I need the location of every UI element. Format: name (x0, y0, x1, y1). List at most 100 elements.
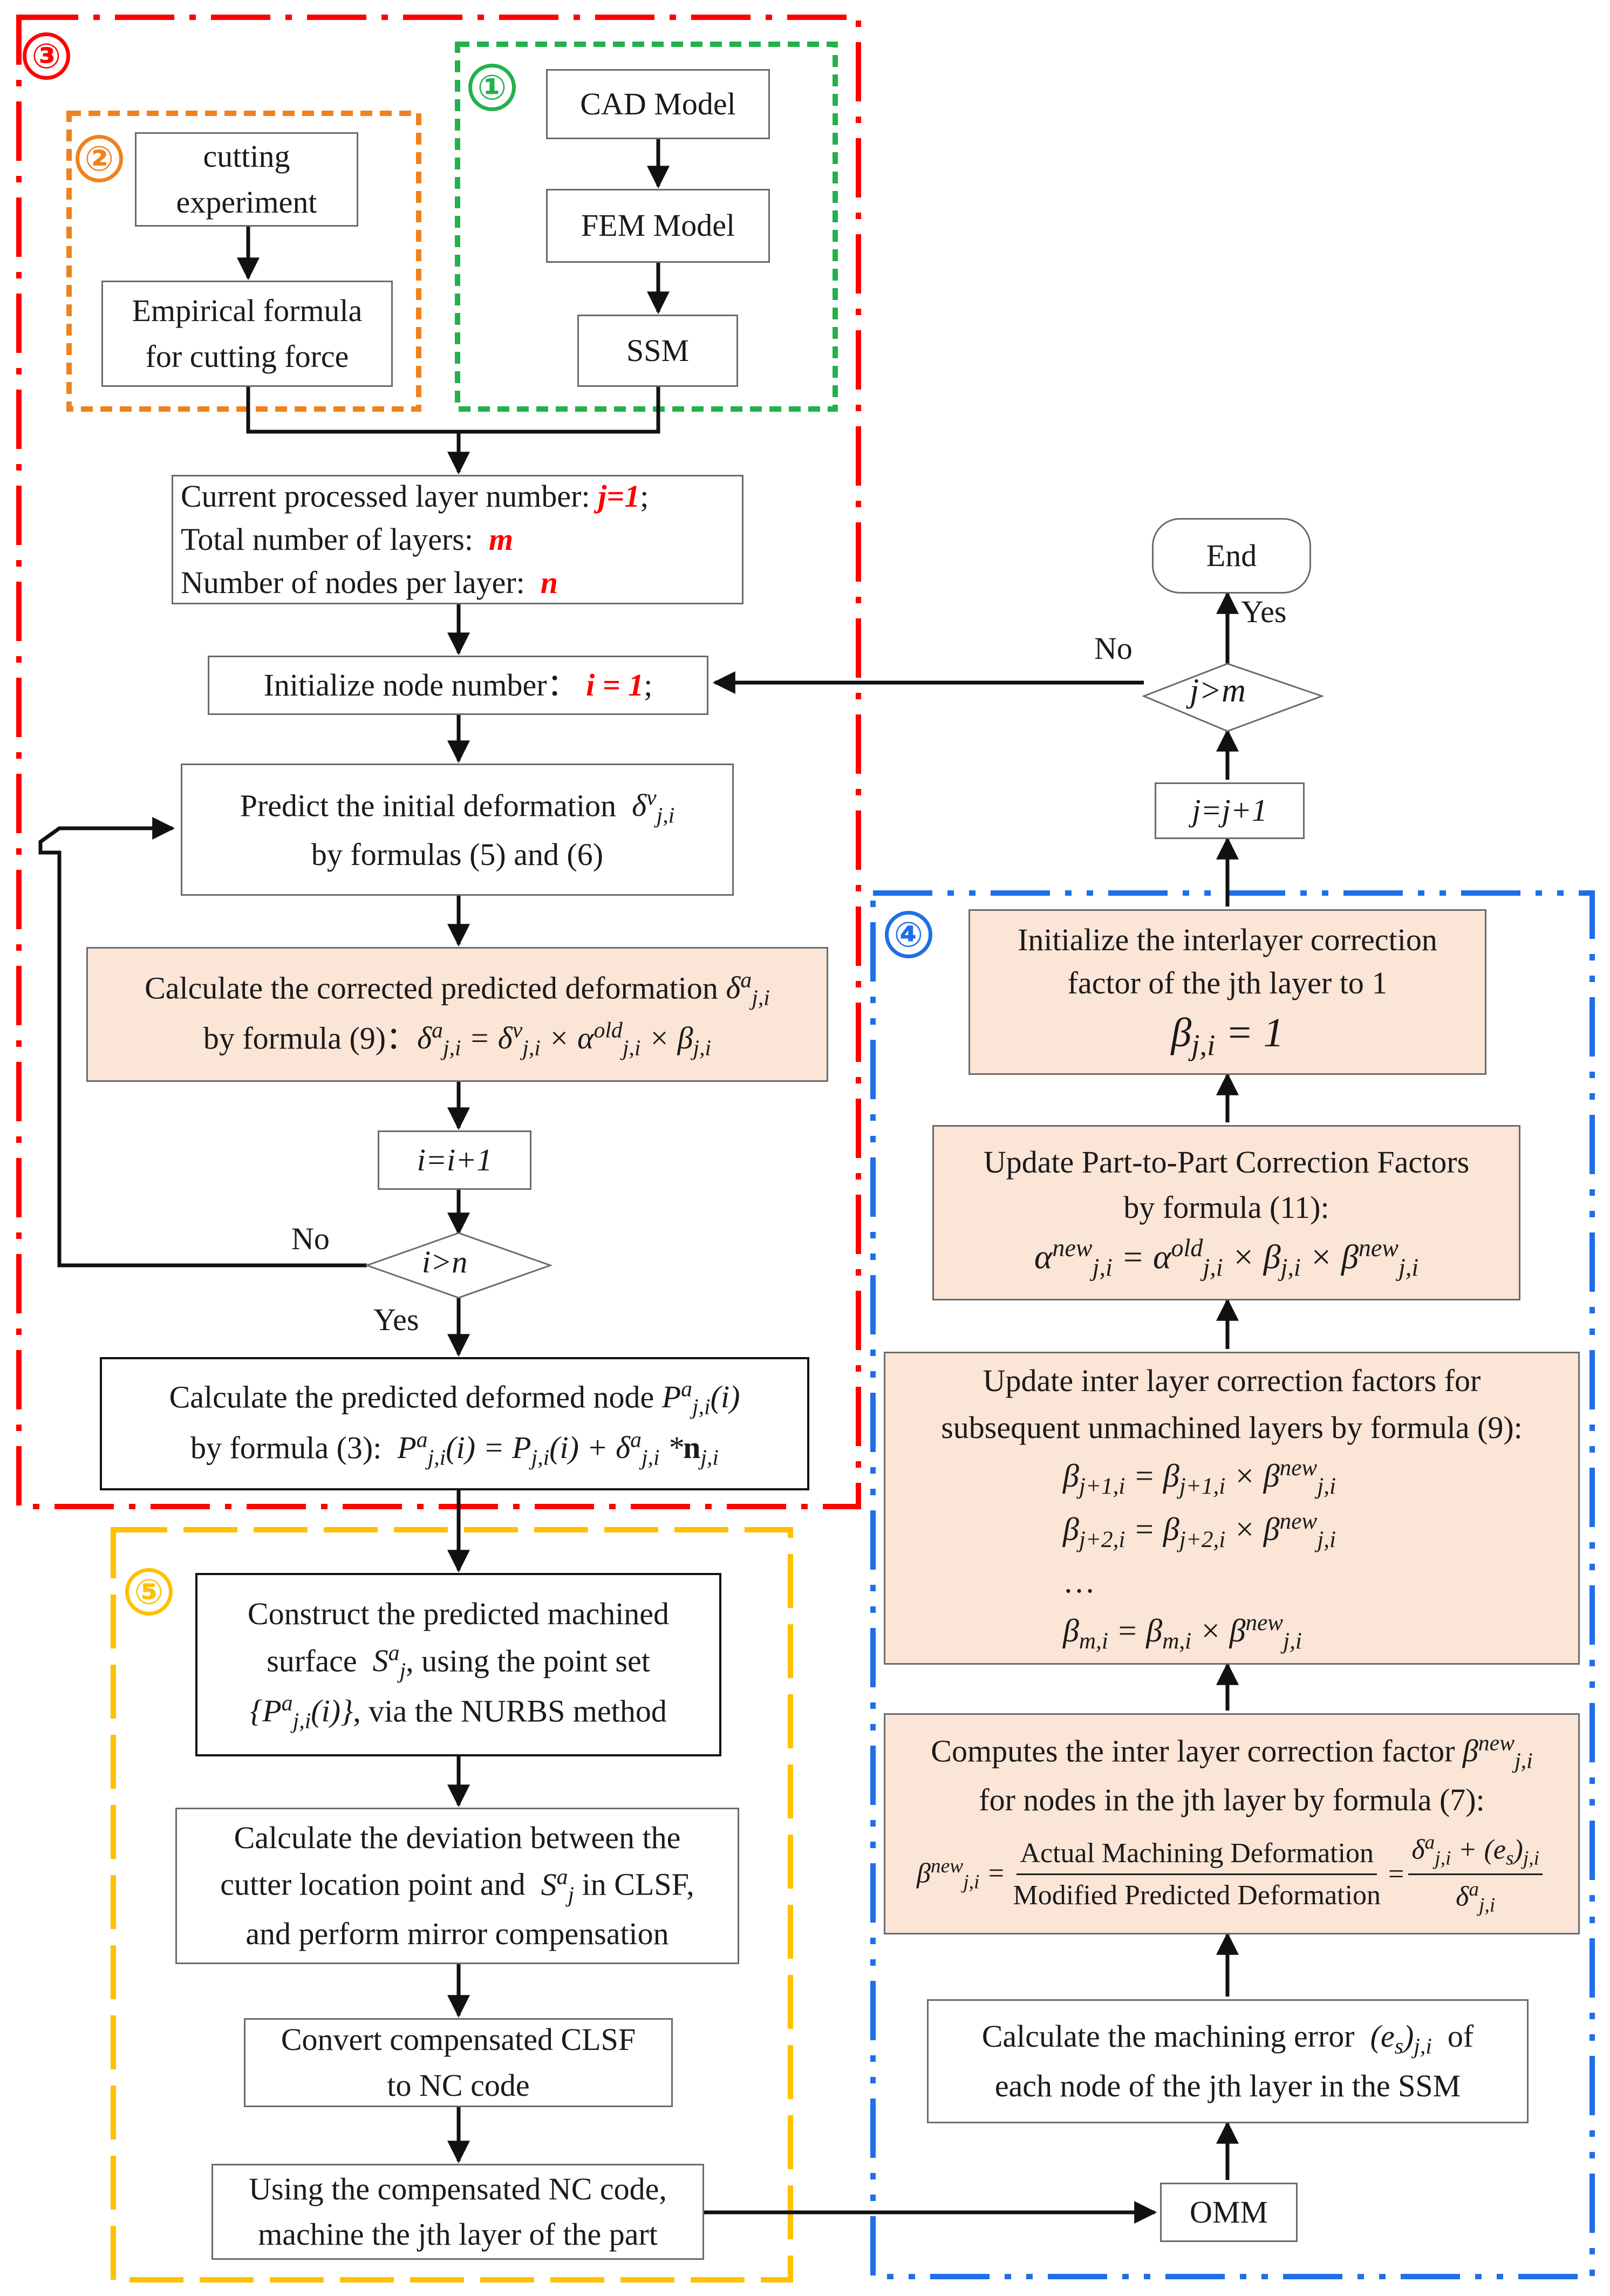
fem-model-box: FEM Model (546, 189, 770, 263)
total-layers-label: Total number of layers: (181, 521, 473, 557)
machine-layer-box: Using the compensated NC code, machine t… (212, 2164, 704, 2260)
initialize-node-line: Initialize node number： i = 1; (264, 663, 653, 708)
init-interlayer-line1: Initialize the interlayer correction (1018, 922, 1437, 958)
cad-model-box: CAD Model (546, 69, 770, 139)
deformed-node-box: Calculate the predicted deformed node Pa… (100, 1357, 809, 1490)
update-inter-formula-1: βj+1,i = βj+1,i × βnewj,i (1062, 1455, 1336, 1499)
merge-line (246, 387, 660, 434)
machining-error-line1: Calculate the machining error (es)j,i of (982, 2014, 1473, 2063)
construct-nurbs-text: , via the NURBS method (353, 1693, 667, 1729)
predict-initial-box: Predict the initial deformation δvj,i by… (181, 764, 734, 896)
corrected-formula-label: by formula (9)： (203, 1020, 418, 1056)
corrected-line2: by formula (9)：δaj,i = δvj,i × αoldj,i ×… (203, 1014, 711, 1065)
computes-equals: = (1388, 1859, 1404, 1890)
initialize-node-suffix: ; (644, 667, 653, 703)
update-part-formula: αnewj,i = αoldj,i × βj,i × βnewj,i (1034, 1234, 1419, 1282)
update-inter-line1: Update inter layer correction factors fo… (983, 1362, 1481, 1398)
computes-line1: Computes the inter layer correction fact… (931, 1727, 1532, 1777)
region-5-frame (111, 1527, 793, 2283)
update-inter-formulas: βj+1,i = βj+1,i × βnewj,i βj+2,i = βj+2,… (1063, 1451, 1336, 1659)
fraction-symbol-numerator: δaj,i + (es)j,i (1408, 1828, 1543, 1876)
decision-i-text: i>n (422, 1244, 468, 1279)
fraction-numerator: Actual Machining Deformation (1017, 1833, 1377, 1876)
empirical-formula-line2: for cutting force (145, 338, 349, 374)
update-inter-formula-m: βm,i = βm,i × βnewj,i (1062, 1610, 1302, 1654)
p-a-symbol: Paj,i(i) (661, 1377, 740, 1420)
deviation-line1: Calculate the deviation between the (234, 1820, 681, 1856)
nodes-per-layer-value: n (540, 565, 558, 601)
update-part-box: Update Part-to-Part Correction Factors b… (932, 1125, 1520, 1300)
init-interlayer-line2: factor of the jth layer to 1 (1067, 965, 1388, 1001)
decision-i-yes-label: Yes (373, 1302, 419, 1337)
corrected-deformation-box: Calculate the corrected predicted deform… (86, 947, 828, 1082)
computes-text: Computes the inter layer correction fact… (931, 1733, 1455, 1769)
update-part-line2: by formula (11): (1123, 1190, 1329, 1225)
fraction-symbol-denominator: δaj,i (1456, 1878, 1496, 1917)
deviation-box: Calculate the deviation between the cutt… (175, 1808, 739, 1964)
deviation-line2: cutter location point and Saj in CLSF, (220, 1861, 694, 1911)
increment-i-box: i=i+1 (378, 1130, 531, 1190)
parameters-box: Current processed layer number: j=1; Tot… (172, 475, 743, 604)
fraction-denominator: Modified Predicted Deformation (1013, 1880, 1381, 1911)
deformed-node-formula: Paj,i(i) = Pj,i(i) + δaj,i *nj,i (397, 1427, 719, 1470)
layer-number-line: Current processed layer number: j=1; (181, 475, 649, 518)
total-layers-line: Total number of layers: m (181, 518, 513, 561)
machining-error-of: of (1447, 2019, 1474, 2054)
decision-i-diamond (364, 1232, 553, 1299)
update-part-line1: Update Part-to-Part Correction Factors (983, 1144, 1470, 1180)
deformed-node-line1: Calculate the predicted deformed node Pa… (169, 1373, 740, 1423)
region-2-badge: ② (76, 135, 123, 182)
update-inter-ellipsis: … (1062, 1564, 1095, 1600)
point-set-symbol: {Paj,i(i)} (250, 1691, 353, 1734)
region-5-badge: ⑤ (125, 1568, 173, 1616)
corrected-formula: δaj,i = δvj,i × αoldj,i × βj,i (417, 1018, 712, 1061)
init-interlayer-box: Initialize the interlayer correction fac… (968, 909, 1486, 1075)
corrected-text: Calculate the corrected predicted deform… (145, 970, 718, 1005)
region-1-frame (455, 42, 838, 412)
cutting-experiment-line2: experiment (176, 184, 317, 220)
predict-initial-text: Predict the initial deformation (240, 788, 617, 823)
initialize-node-label: Initialize node number： (263, 667, 578, 703)
convert-line2: to NC code (387, 2067, 530, 2103)
computes-formula-lhs: βnewj,i = (917, 1855, 1006, 1893)
region-4-badge: ④ (885, 911, 932, 958)
corrected-line1: Calculate the corrected predicted deform… (145, 964, 770, 1014)
decision-j-text: j>m (1190, 672, 1246, 709)
deformed-node-formula-label: by formula (3): (190, 1429, 382, 1465)
predict-initial-line1: Predict the initial deformation δvj,i (240, 782, 675, 832)
machining-error-text: Calculate the machining error (981, 2019, 1355, 2054)
decision-j-no-label: No (1094, 631, 1133, 666)
end-terminal: End (1152, 518, 1311, 594)
construct-line3: {Paj,i(i)}, via the NURBS method (250, 1687, 667, 1738)
increment-j-box: j=j+1 (1155, 782, 1305, 839)
deviation-cutter-text: cutter location point and (220, 1866, 526, 1902)
computes-factor-box: Computes the inter layer correction fact… (884, 1713, 1580, 1934)
deviation-line3: and perform mirror compensation (245, 1916, 669, 1951)
deviation-clsf-text: in CLSF, (582, 1866, 694, 1902)
update-inter-formula-2: βj+2,i = βj+2,i × βnewj,i (1062, 1508, 1336, 1552)
machining-error-line2: each node of the jth layer in the SSM (994, 2068, 1461, 2103)
ssm-box: SSM (577, 315, 738, 387)
construct-line1: Construct the predicted machined (247, 1596, 670, 1632)
init-interlayer-formula: βj,i = 1 (1171, 1010, 1284, 1062)
region-4-frame (870, 890, 1595, 2279)
layer-number-suffix: ; (640, 478, 649, 514)
update-inter-box: Update inter layer correction factors fo… (884, 1352, 1580, 1665)
region-1-badge: ① (468, 64, 516, 111)
beta-new-symbol: βnewj,i (1462, 1730, 1533, 1774)
nodes-per-layer-label: Number of nodes per layer: (181, 565, 525, 601)
machining-error-box: Calculate the machining error (es)j,i of… (927, 1999, 1529, 2123)
region-2-frame (66, 111, 421, 412)
region-3-badge: ③ (23, 32, 70, 80)
decision-j-diamond (1141, 663, 1325, 732)
omm-box: OMM (1160, 2183, 1298, 2242)
machine-line1: Using the compensated NC code, (249, 2171, 667, 2206)
construct-line2: surface Saj, using the point set (267, 1637, 650, 1687)
layer-number-value: j=1 (598, 478, 640, 514)
empirical-formula-line1: Empirical formula (132, 293, 363, 329)
deformed-node-text: Calculate the predicted deformed node (169, 1379, 654, 1415)
